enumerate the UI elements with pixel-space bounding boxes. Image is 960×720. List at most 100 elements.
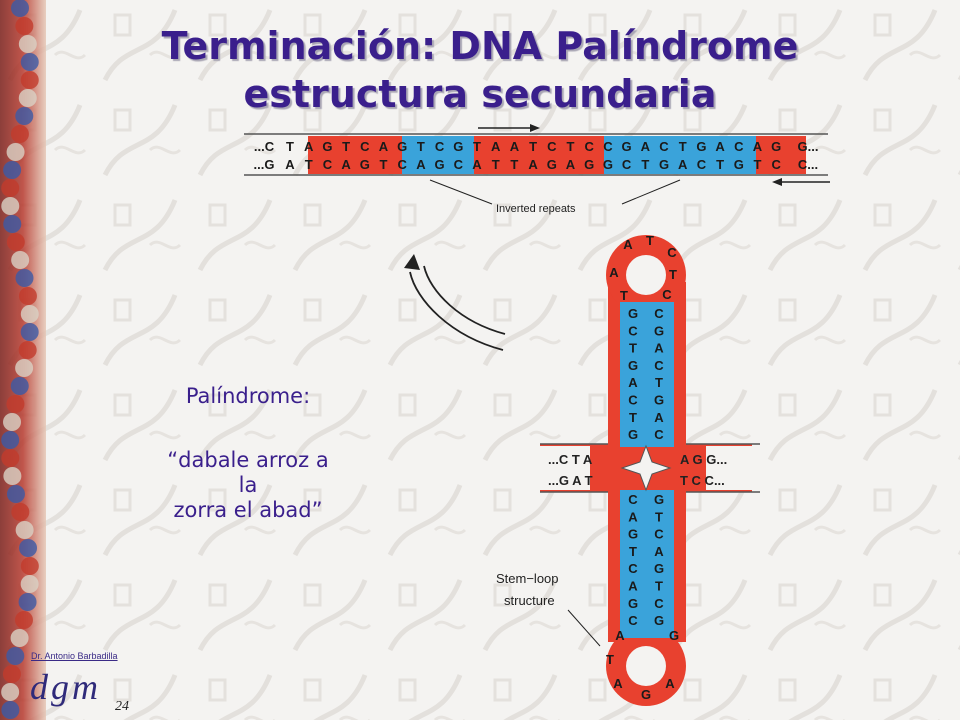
stem-top-left-base: G	[628, 306, 638, 321]
bottom-strand-base: T	[641, 157, 649, 172]
top-strand-base: T	[567, 139, 575, 154]
bottom-loop-base: G	[641, 687, 651, 702]
stem-bottom-left-base: A	[628, 509, 638, 524]
top-strand-base: T	[473, 139, 481, 154]
stem-top-left-base: G	[628, 427, 638, 442]
dna-strip-atom	[15, 17, 34, 35]
bottom-strand-base: A	[472, 157, 482, 172]
stem-top-left-base: T	[629, 341, 637, 356]
top-strand-base: A	[641, 139, 651, 154]
dna-strip-atom	[1, 431, 20, 449]
strand-red-segment-right	[756, 136, 806, 174]
bottom-loop-base: T	[606, 652, 614, 667]
page-number: 24	[115, 699, 129, 714]
dna-strip-atom	[11, 0, 29, 17]
dna-strip-atom	[6, 233, 25, 251]
dna-strip-atom	[3, 215, 22, 233]
dna-strip-atom	[6, 485, 25, 503]
strand-red-segment-left	[308, 136, 402, 174]
bottom-loop-hole	[626, 646, 666, 686]
bottom-strand-base: C...	[798, 157, 818, 172]
top-strand-base: A	[753, 139, 763, 154]
stem-loop-label-line-1: Stem−loop	[496, 571, 559, 586]
stem-bottom-right-base: C	[654, 527, 664, 542]
bottom-strand-base: G	[734, 157, 744, 172]
top-strand-base: A	[510, 139, 520, 154]
top-loop-hole	[626, 255, 666, 295]
junction-star	[620, 444, 672, 492]
dna-strip-atom	[10, 629, 29, 647]
top-strand-base: T	[529, 139, 537, 154]
top-strand-base: G	[622, 139, 632, 154]
dna-strip-atom	[18, 341, 37, 359]
bottom-strand-base: T	[380, 157, 388, 172]
bottom-strand-base: C	[398, 157, 408, 172]
bottom-strand-base: A	[528, 157, 538, 172]
stem-top-right-base: A	[654, 341, 664, 356]
top-strand-base: G	[453, 139, 463, 154]
stem-top-left-base: C	[628, 393, 638, 408]
dna-strip-atom	[18, 593, 37, 611]
stem-bottom-left-base: G	[628, 596, 638, 611]
dna-strip-atom	[18, 287, 37, 305]
top-loop-base: A	[623, 237, 633, 252]
top-strand-base: C	[585, 139, 595, 154]
dna-strip-atom	[18, 35, 37, 53]
bottom-strand-base: C	[454, 157, 464, 172]
stem-top-right-base: A	[654, 410, 664, 425]
right-arm-top-sequence: A G G...	[680, 452, 727, 467]
author-credit-link[interactable]: Dr. Antonio Barbadilla	[31, 651, 118, 661]
dna-strip-atom	[1, 701, 20, 719]
dna-strip-atom	[20, 575, 39, 593]
top-strand-base: C	[360, 139, 370, 154]
bottom-strand-base: G	[360, 157, 370, 172]
lower-stem-blue	[620, 490, 674, 638]
dna-strip-atom	[14, 611, 33, 629]
repeat-arrow-top	[478, 124, 540, 132]
palindrome-heading: Palíndrome:	[185, 384, 311, 408]
stem-bottom-left-base: C	[628, 561, 638, 576]
dna-strip-atom	[3, 161, 22, 179]
dna-strip-atom	[20, 323, 39, 341]
bottom-strand-base: G	[659, 157, 669, 172]
inverted-repeats-pointer-left	[429, 179, 493, 205]
bottom-strand-base: T	[492, 157, 500, 172]
top-strand-base: C	[659, 139, 669, 154]
bottom-strand-base: A	[416, 157, 426, 172]
bottom-strand-base: G	[547, 157, 557, 172]
bottom-strand-base: ...G	[254, 157, 275, 172]
stem-top-right-base: C	[654, 358, 664, 373]
dna-strip-atom	[6, 395, 25, 413]
palindrome-quote-line-3: zorra el abad”	[173, 498, 323, 522]
strand-blue-segment-right	[604, 136, 756, 174]
top-strand-base: G	[322, 139, 332, 154]
dna-strip-atom	[1, 683, 20, 701]
top-strand-base: T	[286, 139, 294, 154]
dna-strip-atom	[10, 125, 29, 143]
top-strand-base: A	[491, 139, 501, 154]
top-loop-base: T	[646, 233, 654, 248]
dna-strip-atom	[20, 53, 39, 71]
stem-top-right-base: C	[654, 427, 664, 442]
repeat-arrow-bottom	[772, 178, 830, 186]
left-arm-bottom-sequence: ...G A T	[548, 473, 593, 488]
bottom-strand-base: A	[341, 157, 351, 172]
top-strand-base: T	[679, 139, 687, 154]
stem-loop-label-line-2: structure	[504, 593, 555, 608]
dna-strip-atom	[3, 413, 22, 431]
top-strand-base: C	[435, 139, 445, 154]
top-strand-base: A	[379, 139, 389, 154]
curved-transition-arrow	[404, 254, 506, 351]
palindrome-quote-line-2: la	[238, 473, 258, 497]
dna-strip-atom	[19, 539, 38, 557]
dna-strip-atom	[6, 647, 25, 665]
palindrome-quote: “dabale arroz a la zorra el abad”	[118, 448, 378, 523]
bottom-strand-base: A	[566, 157, 576, 172]
stem-bottom-right-base: C	[654, 596, 664, 611]
top-loop-base: A	[609, 265, 619, 280]
dna-strip-atom	[15, 521, 34, 539]
stem-top-right-base: G	[654, 393, 664, 408]
right-arm-bottom-sequence: T C C...	[680, 473, 725, 488]
